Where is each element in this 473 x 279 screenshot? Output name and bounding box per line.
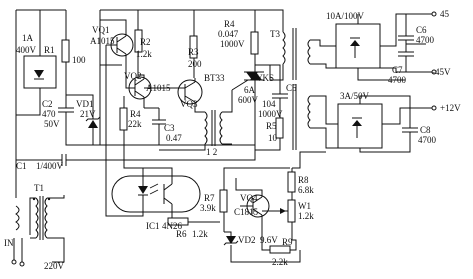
c8-value: 4700 — [418, 135, 436, 145]
r8-value: 6.8k — [298, 185, 314, 195]
ac-input-terminal — [11, 259, 17, 265]
c7-label: C7 — [392, 65, 403, 75]
r9-value: 2.2k — [272, 257, 288, 267]
r7-label: R7 — [204, 193, 215, 203]
input-winding — [15, 205, 20, 231]
vd2-voltage: 9.6V — [260, 235, 278, 245]
bridge-low-rating: 3A/50V — [340, 91, 369, 101]
potentiometer-w1 — [287, 199, 296, 223]
bridge-main-voltage: 400V — [16, 45, 36, 55]
c6-value: 4700 — [416, 35, 434, 45]
r5-value: 10 — [268, 133, 277, 143]
r4-shunt-label: R4 — [224, 19, 235, 29]
c1-label: C1 — [16, 161, 27, 171]
transformer-t3 — [282, 28, 311, 129]
resistor-r4-22k — [119, 107, 128, 131]
r2-label: R2 — [140, 37, 151, 47]
r5-label: R5 — [266, 121, 277, 131]
transformer-t2 — [204, 110, 223, 146]
output-12v-label: +12V — [440, 103, 461, 113]
c2-value: 470 — [42, 109, 56, 119]
r4-emitter-label: R4 — [130, 109, 141, 119]
transistor-vq3 — [177, 79, 203, 105]
resistor-r9 — [269, 245, 291, 254]
triac-vks — [244, 71, 264, 81]
vq4-type: C1815 — [234, 207, 259, 217]
ac-input-label: IN — [4, 238, 14, 248]
capacitor-c7 — [398, 51, 414, 57]
t3-label: T3 — [270, 29, 280, 39]
c1-value: 1/400V — [36, 161, 63, 171]
r3-label: R3 — [188, 47, 199, 57]
c2-voltage: 50V — [44, 119, 60, 129]
output-terminal-12v — [431, 105, 437, 111]
capacitor-c5 — [272, 93, 288, 99]
bridge-rectifier-low — [337, 103, 383, 149]
vq1-type: A1015 — [90, 36, 115, 46]
output-terminal-neg45 — [431, 69, 437, 75]
r6-value: 1.2k — [192, 229, 208, 239]
r6-label: R6 — [176, 229, 187, 239]
r8-label: R8 — [298, 175, 309, 185]
vq2-type: A1015 — [146, 83, 171, 93]
r4-shunt-voltage: 1000V — [220, 39, 245, 49]
t1-label: T1 — [34, 183, 44, 193]
vd2-label: VD2 — [238, 235, 256, 245]
bridge-rectifier-main — [23, 55, 57, 89]
vd1-label: VD1 — [76, 99, 94, 109]
vd1-voltage: 21V — [80, 109, 96, 119]
c5-voltage: 1000V — [258, 109, 283, 119]
c5-label: C5 — [286, 83, 297, 93]
resistor-r1 — [61, 39, 70, 63]
r7-value: 3.9k — [200, 203, 216, 213]
r4-shunt-value: 0.047 — [218, 29, 239, 39]
optocoupler-ic1 — [111, 175, 201, 213]
c3-label: C3 — [164, 123, 175, 133]
c5-value: 104 — [262, 99, 276, 109]
c3-value: 0.47 — [166, 133, 182, 143]
transformer-t1 — [32, 196, 51, 240]
capacitor-c2 — [58, 107, 74, 113]
ic1-label: IC1 — [146, 221, 160, 231]
resistor-r4-shunt — [250, 31, 259, 55]
w1-label: W1 — [298, 201, 311, 211]
output-45-label: 45 — [440, 9, 449, 19]
vq2-label: VQ2 — [124, 71, 142, 81]
vq1-label: VQ1 — [92, 25, 110, 35]
output-terminal-45 — [431, 11, 437, 17]
ac-voltage-label: 220V — [44, 261, 64, 271]
r2-value: 1.2k — [136, 49, 152, 59]
capacitor-c8 — [402, 127, 418, 133]
ic1-type: 4N26 — [162, 221, 182, 231]
r1-value: 100 — [72, 55, 86, 65]
vq3-label: VQ3 — [180, 99, 198, 109]
t2-pins-label: 1 2 — [206, 147, 218, 157]
zener-vd2 — [223, 236, 239, 246]
c8-label: C8 — [420, 125, 431, 135]
resistor-r8 — [287, 171, 296, 193]
c6-label: C6 — [416, 25, 427, 35]
output-neg45-label: -45V — [432, 67, 451, 77]
c7-value: 4700 — [388, 75, 406, 85]
c2-label: C2 — [42, 99, 53, 109]
bridge-rectifier-high — [335, 23, 381, 69]
vks-voltage: 600V — [238, 95, 258, 105]
resistor-r7 — [219, 189, 228, 213]
w1-value: 1.2k — [298, 211, 314, 221]
r3-value: 200 — [188, 59, 202, 69]
vq4-label: VQ4 — [240, 193, 258, 203]
capacitor-c6 — [398, 35, 414, 41]
bt33-label: BT33 — [204, 73, 225, 83]
bridge-main-current: 1A — [22, 33, 33, 43]
bridge-high-rating: 10A/100V — [326, 11, 364, 21]
resistor-r5 — [275, 117, 284, 139]
r9-label: R9 — [282, 237, 293, 247]
vks-label: VKS — [256, 73, 275, 83]
vks-current: 6A — [244, 85, 255, 95]
r1-label: R1 — [44, 45, 55, 55]
r4-emitter-value: 22k — [128, 119, 142, 129]
